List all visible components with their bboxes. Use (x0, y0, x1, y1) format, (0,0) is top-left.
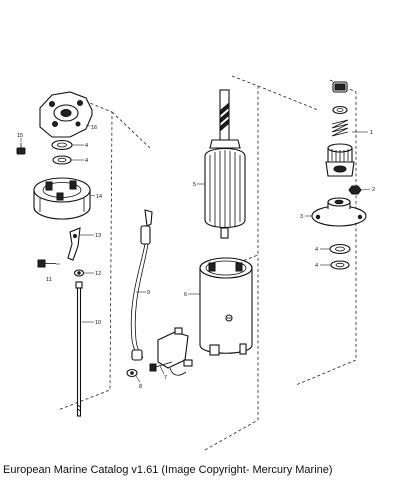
drive-assembly-part-1[interactable] (325, 81, 355, 177)
assembly-guide-lines (57, 75, 357, 451)
washer-part-4-upper-right[interactable] (329, 243, 351, 255)
callout-8: 8 (139, 384, 142, 390)
exploded-parts-diagram: 16 15 4 4 14 13 11 12 10 9 8 7 6 5 1 2 3… (16, 75, 375, 451)
callout-5: 5 (193, 182, 196, 188)
callout-4-c: 4 (315, 247, 318, 253)
brush-holder-part-14[interactable] (33, 177, 91, 220)
frame-housing-part-6[interactable] (199, 257, 253, 356)
armature-part-5[interactable] (204, 89, 246, 239)
callout-3: 3 (300, 214, 303, 220)
terminal-clip-part-13[interactable] (67, 227, 81, 261)
callout-10: 10 (95, 320, 101, 326)
callout-leader-lines (20, 124, 371, 383)
washer-part-4-upper-left[interactable] (51, 139, 73, 151)
field-terminal-part-7[interactable] (149, 327, 193, 376)
lead-wire-part-9[interactable] (130, 209, 153, 361)
callout-2: 2 (372, 187, 375, 193)
washer-part-4-lower-left[interactable] (52, 155, 72, 165)
callout-16: 16 (91, 125, 97, 131)
callout-4-b: 4 (85, 158, 88, 164)
through-bolt-part-10[interactable] (75, 281, 83, 417)
washer-part-4-lower-right[interactable] (330, 260, 350, 270)
callout-15: 15 (17, 133, 23, 139)
small-bolt-part-11[interactable] (37, 259, 56, 268)
nut-part-12[interactable] (73, 269, 85, 277)
image-caption: European Marine Catalog v1.61 (Image Cop… (3, 464, 333, 476)
screw-part-15[interactable] (16, 143, 26, 155)
callout-4-d: 4 (315, 263, 318, 269)
callout-6: 6 (184, 292, 187, 298)
callout-1: 1 (370, 130, 373, 136)
callout-9: 9 (147, 290, 150, 296)
callout-11: 11 (46, 277, 52, 283)
callout-numbers: 16 15 4 4 14 13 11 12 10 9 8 7 6 5 1 2 3… (17, 125, 375, 390)
nut-part-2[interactable] (348, 185, 362, 195)
callout-4-a: 4 (85, 143, 88, 149)
nut-part-8[interactable] (126, 368, 138, 378)
callout-7: 7 (164, 375, 167, 381)
callout-13: 13 (95, 233, 101, 239)
end-plate-part-16[interactable] (39, 91, 93, 138)
callout-14: 14 (96, 194, 102, 200)
drive-end-plate-part-3[interactable] (311, 197, 367, 227)
callout-12: 12 (95, 271, 101, 277)
